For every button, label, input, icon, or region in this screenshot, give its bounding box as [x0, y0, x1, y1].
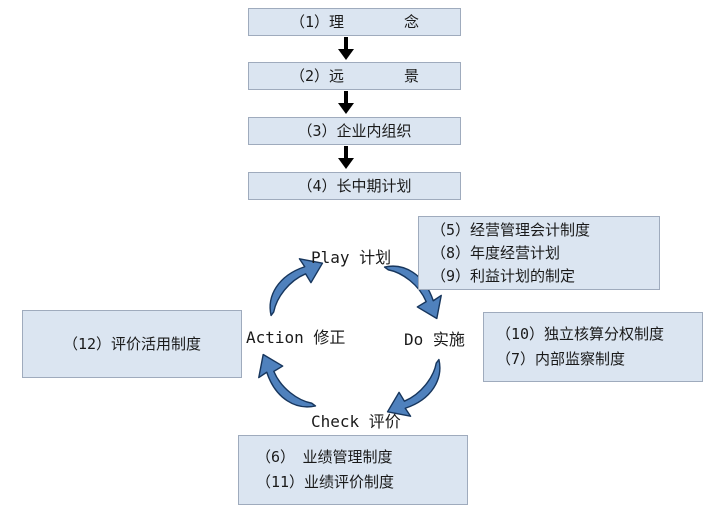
plan-systems-line: （8）年度经营计划	[431, 243, 561, 262]
cycle-arrow-shape	[383, 265, 442, 320]
cycle-arrow-shape	[386, 358, 441, 417]
cycle-arrow-shape	[258, 353, 317, 408]
do-systems-line: （7）内部监察制度	[496, 350, 626, 368]
plan-systems-line: （5）经营管理会计制度	[431, 220, 591, 239]
cycle-label-plan: Play 计划	[311, 248, 392, 267]
flow-box-2-vision: （2）远 景	[248, 62, 461, 90]
cycle-label-check: Check 评价	[311, 412, 401, 431]
action-systems-line: （12）评价活用制度	[62, 334, 202, 353]
flow-box-1-idea: （1）理 念	[248, 8, 461, 36]
plan-systems-box: （5）经营管理会计制度 （8）年度经营计划 （9）利益计划的制定	[418, 216, 660, 290]
do-systems-line: （10）独立核算分权制度	[496, 325, 665, 343]
down-arrow-icon	[338, 91, 354, 114]
action-systems-box: （12）评价活用制度	[22, 310, 242, 378]
flow-box-4-long-mid-term-plan: （4）长中期计划	[248, 172, 461, 200]
cycle-arrow-check-to-action-icon	[258, 353, 317, 408]
check-systems-line: （11）业绩评价制度	[256, 473, 395, 491]
cycle-label-action: Action 修正	[246, 328, 346, 347]
down-arrow-icon	[338, 146, 354, 169]
cycle-arrow-action-to-plan-icon	[269, 258, 324, 317]
check-systems-line: （6） 业绩管理制度	[256, 448, 393, 466]
plan-systems-line: （9）利益计划的制定	[431, 266, 576, 285]
do-systems-box: （10）独立核算分权制度 （7）内部监察制度	[483, 312, 703, 382]
cycle-arrow-do-to-check-icon	[386, 358, 441, 417]
flow-box-3-internal-organization: （3）企业内组织	[248, 117, 461, 145]
cycle-label-do: Do 实施	[404, 330, 465, 349]
cycle-arrow-plan-to-do-icon	[383, 265, 442, 320]
down-arrow-icon	[338, 37, 354, 60]
cycle-arrow-shape	[269, 258, 324, 317]
check-systems-box: （6） 业绩管理制度 （11）业绩评价制度	[238, 435, 468, 505]
